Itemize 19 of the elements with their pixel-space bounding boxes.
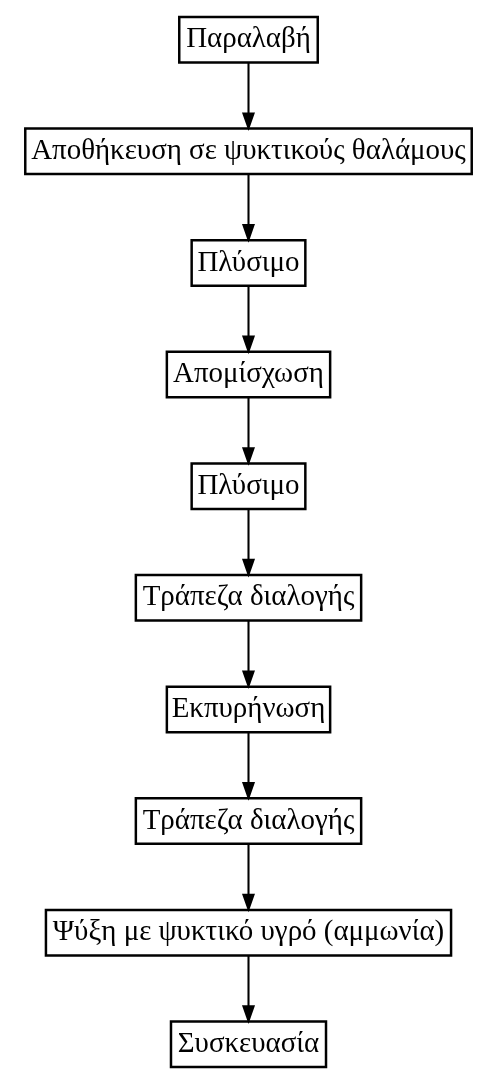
node-box: Αποθήκευση σε ψυκτικούς θαλάμους bbox=[23, 127, 473, 176]
node-box: Συσκευασία bbox=[169, 1020, 327, 1069]
node-box: Τράπεζα διαλογής bbox=[134, 573, 362, 622]
arrow bbox=[241, 397, 255, 466]
node-box: Τράπεζα διαλογής bbox=[134, 797, 362, 845]
node-box: Πλύσιμο bbox=[189, 462, 307, 511]
node-box: Πλύσιμο bbox=[189, 239, 307, 287]
arrow bbox=[241, 62, 255, 131]
arrow bbox=[241, 285, 255, 355]
arrow bbox=[241, 174, 255, 243]
node-box: Ψύξη με ψυκτικό υγρό (αμμωνία) bbox=[44, 908, 452, 957]
node-box: Εκπυρήνωση bbox=[165, 685, 331, 734]
node-box: Παραλαβή bbox=[177, 15, 319, 64]
arrow bbox=[241, 620, 255, 690]
arrow bbox=[241, 732, 255, 801]
node-box: Απομίσχωση bbox=[165, 350, 331, 399]
arrow bbox=[241, 955, 255, 1024]
arrow bbox=[241, 509, 255, 578]
arrow bbox=[241, 843, 255, 913]
